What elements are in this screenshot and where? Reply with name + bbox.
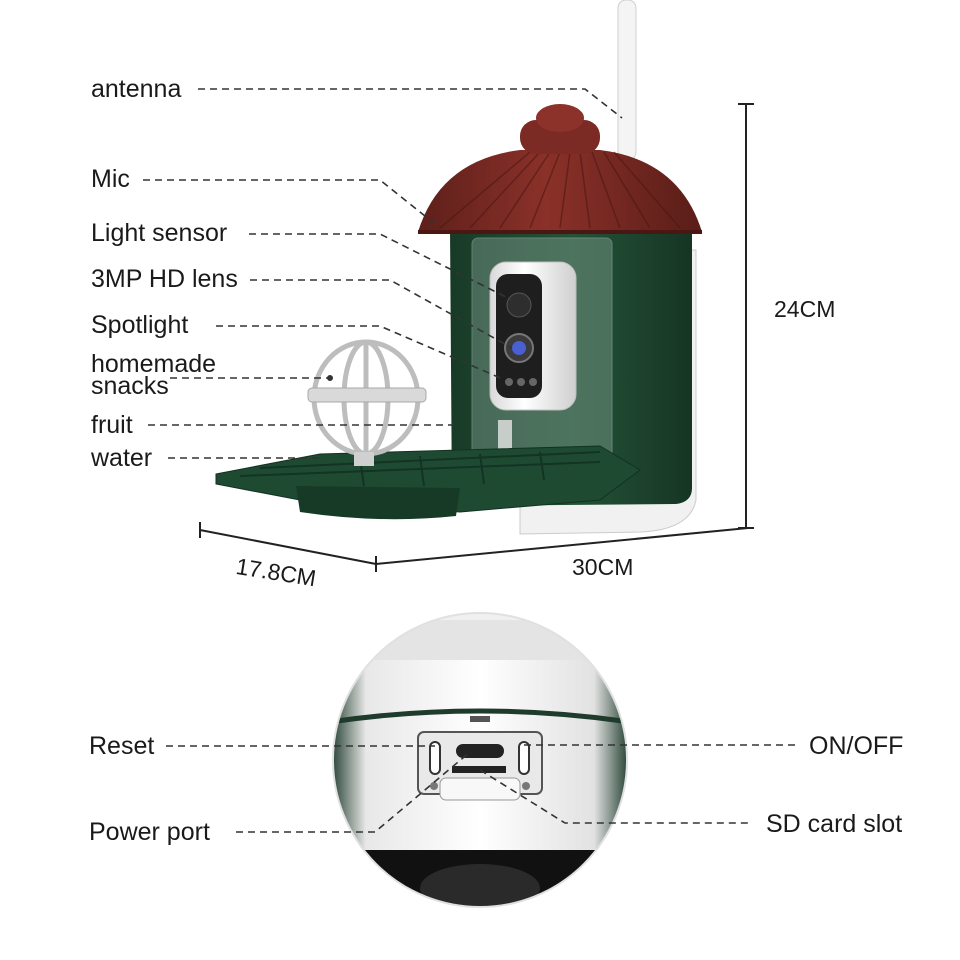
roof-cap <box>520 120 600 154</box>
leader-sd-card <box>479 769 750 824</box>
label-power-port: Power port <box>89 818 210 846</box>
lens-glass <box>512 341 526 355</box>
leader-lines-bottom <box>166 744 795 833</box>
label-snacks-line2: snacks <box>91 372 169 400</box>
usb-c-port-icon <box>456 744 504 758</box>
label-mic: Mic <box>91 165 130 193</box>
width-line <box>375 527 749 565</box>
spotlight-led-3 <box>529 378 537 386</box>
dimension-height: 24CM <box>774 296 836 322</box>
port-cover <box>439 777 521 801</box>
leader-lens <box>250 279 513 349</box>
label-spotlight: Spotlight <box>91 311 189 339</box>
zoom-lens-edge <box>420 864 540 907</box>
cage-ring <box>307 387 427 403</box>
label-lens: 3MP HD lens <box>91 265 238 293</box>
label-reset: Reset <box>89 732 155 760</box>
feeder-illustration <box>215 0 702 535</box>
snacks-anchor-dot <box>327 375 333 381</box>
leader-light-sensor <box>249 233 513 301</box>
label-antenna: antenna <box>91 75 182 103</box>
zoom-top-band <box>333 620 627 660</box>
leader-mic <box>143 179 441 229</box>
power-switch-icon <box>518 741 530 775</box>
antenna-rod <box>617 0 637 161</box>
sd-slot-icon <box>452 766 506 773</box>
zoom-indicator <box>470 716 490 722</box>
label-sd-card-slot: SD card slot <box>766 810 903 838</box>
zoom-green-stripe <box>333 708 627 725</box>
tray-bin <box>296 486 460 520</box>
roof-knob <box>536 104 584 132</box>
screw-right-icon <box>522 782 530 790</box>
light-sensor-dot <box>506 292 532 318</box>
leader-spotlight <box>216 325 506 381</box>
label-snacks-line1: homemade <box>91 350 217 378</box>
spotlight-led-2 <box>517 378 525 386</box>
screw-left-icon <box>430 782 438 790</box>
label-light-sensor: Light sensor <box>91 219 228 247</box>
reset-button-icon <box>429 741 441 775</box>
dimension-lines <box>199 103 754 572</box>
depth-line <box>199 529 377 565</box>
zoom-circle-outline <box>332 612 628 908</box>
dimension-width: 30CM <box>572 554 634 580</box>
label-on-off: ON/OFF <box>809 732 904 760</box>
roof-ribs <box>439 151 681 229</box>
leader-lines <box>143 88 623 459</box>
spotlight-led-1 <box>505 378 513 386</box>
cage-stem <box>354 452 374 466</box>
label-fruit: fruit <box>91 411 133 439</box>
leader-antenna <box>198 88 623 119</box>
label-water: water <box>91 444 153 472</box>
roof <box>418 150 702 232</box>
leader-power-port <box>236 751 471 833</box>
